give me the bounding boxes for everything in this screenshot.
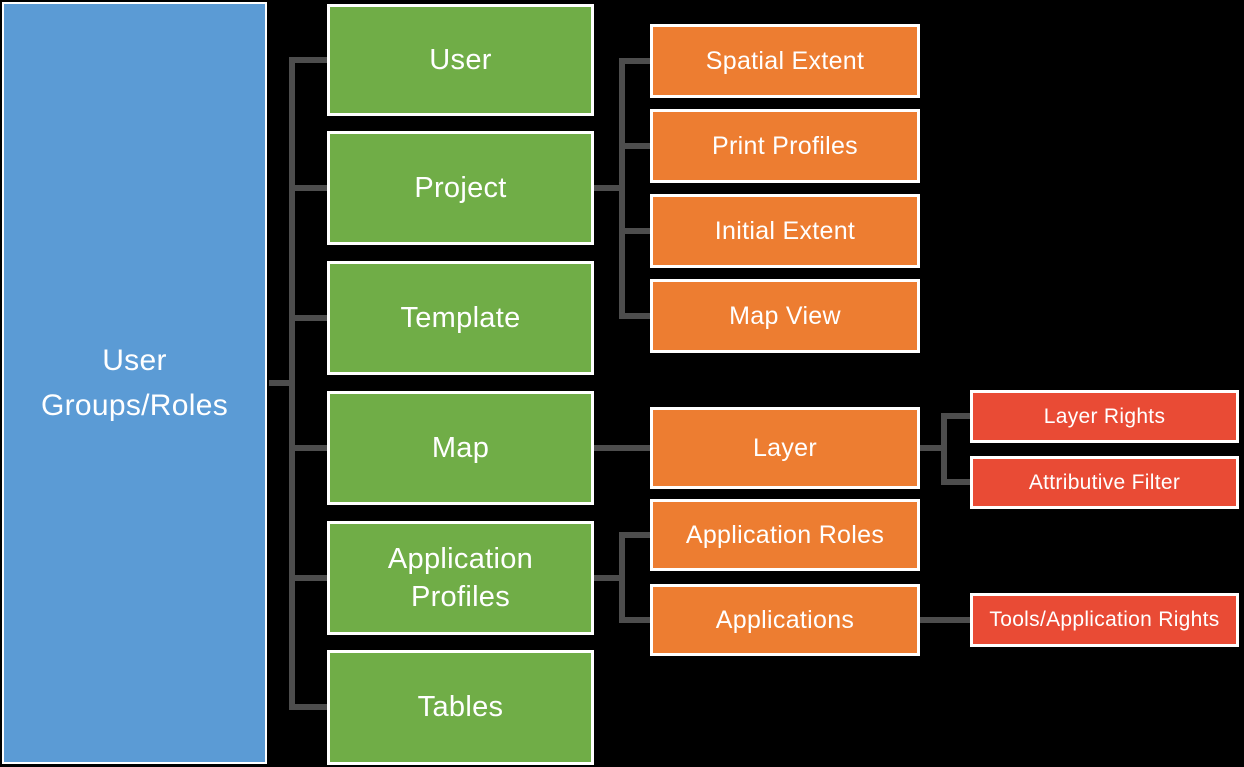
node-project-label: Project (414, 171, 507, 204)
node-print-profiles-label: Print Profiles (712, 131, 858, 160)
node-user: User (327, 4, 594, 116)
connector-stub-layer-rights (941, 413, 970, 419)
node-tools-application-rights-label: Tools/Application Rights (989, 608, 1220, 632)
connector-layer-trunk (941, 413, 947, 485)
node-spatial-extent: Spatial Extent (650, 24, 920, 98)
node-map-label: Map (431, 431, 490, 464)
connector-application-profiles-stub (594, 575, 625, 581)
connector-stub-application-roles (619, 532, 650, 538)
connector-stub-applications (619, 617, 650, 623)
node-application-profiles-label: Application Profiles (387, 542, 534, 613)
connector-stub-print-profiles (619, 143, 650, 149)
connector-stub-spatial-extent (619, 58, 650, 64)
connector-stub-map (289, 445, 327, 451)
node-user-groups-roles: User Groups/Roles (2, 2, 267, 764)
node-layer-label: Layer (752, 433, 818, 462)
node-template: Template (327, 261, 594, 375)
node-tables-label: Tables (417, 691, 504, 724)
connector-stub-map-view (619, 313, 650, 319)
node-user-label: User (429, 43, 492, 76)
node-application-roles: Application Roles (650, 499, 920, 571)
node-tables: Tables (327, 650, 594, 765)
connector-application-profiles-trunk (619, 532, 625, 623)
node-attributive-filter: Attributive Filter (970, 456, 1239, 509)
node-project: Project (327, 131, 594, 245)
node-layer-rights-label: Layer Rights (1043, 404, 1166, 428)
connector-stub-user (289, 57, 327, 63)
connector-root-stub (269, 380, 295, 386)
node-application-roles-label: Application Roles (685, 520, 885, 549)
connector-stub-tables (289, 704, 327, 710)
node-user-groups-roles-label: User Groups/Roles (40, 344, 228, 422)
node-applications-label: Applications (715, 605, 855, 634)
connector-stub-application-profiles (289, 575, 327, 581)
node-layer: Layer (650, 407, 920, 489)
connector-project-stub (594, 185, 625, 191)
node-map: Map (327, 391, 594, 505)
connector-map-layer (594, 445, 650, 451)
node-print-profiles: Print Profiles (650, 109, 920, 183)
connector-stub-attributive-filter (941, 479, 970, 485)
connector-root-trunk (289, 57, 295, 710)
connector-stub-template (289, 315, 327, 321)
connector-stub-project (289, 185, 327, 191)
node-map-view: Map View (650, 279, 920, 353)
connector-project-trunk (619, 58, 625, 319)
connector-stub-initial-extent (619, 228, 650, 234)
connector-applications-tools (920, 617, 970, 623)
node-initial-extent: Initial Extent (650, 194, 920, 268)
node-map-view-label: Map View (729, 301, 841, 330)
node-template-label: Template (400, 301, 521, 334)
node-spatial-extent-label: Spatial Extent (705, 46, 865, 75)
node-applications: Applications (650, 584, 920, 656)
connector-layer-stub (920, 445, 947, 451)
node-application-profiles: Application Profiles (327, 521, 594, 635)
node-layer-rights: Layer Rights (970, 390, 1239, 443)
node-attributive-filter-label: Attributive Filter (1028, 470, 1181, 494)
node-tools-application-rights: Tools/Application Rights (970, 593, 1239, 647)
node-initial-extent-label: Initial Extent (714, 216, 856, 245)
